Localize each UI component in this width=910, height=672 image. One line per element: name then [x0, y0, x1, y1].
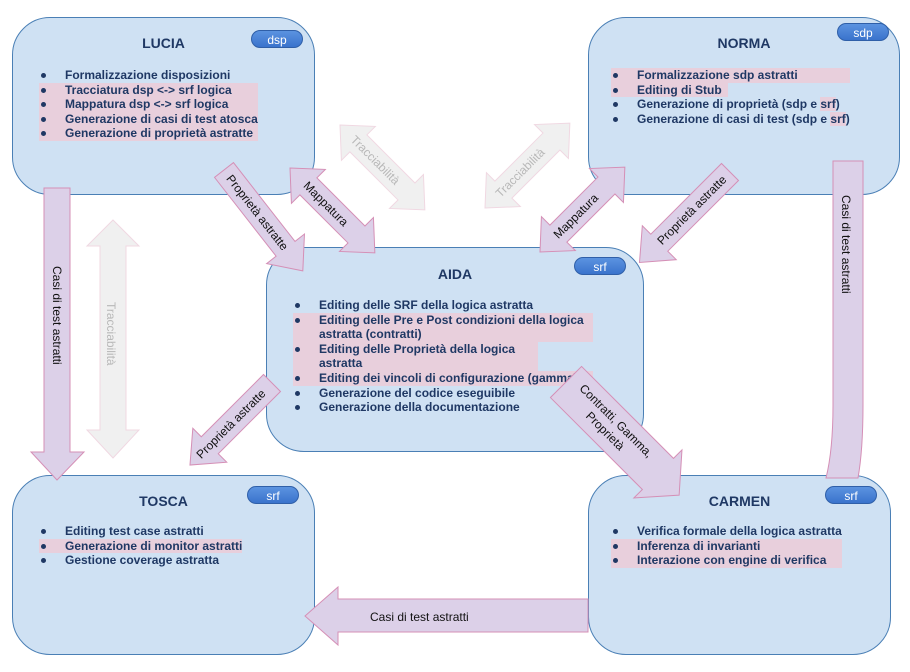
norma-title: NORMA [717, 35, 771, 51]
arrow-label: Proprietà astratte [223, 172, 291, 253]
arrow-shape [213, 161, 306, 272]
arrow-carmen-tosca-tests: Casi di test astratti [304, 585, 589, 647]
lucia-title: LUCIA [142, 35, 185, 51]
lucia-badge: dsp [251, 30, 303, 48]
arrow-shape [304, 585, 589, 647]
list-item: Inferenza di invarianti [611, 538, 842, 554]
arrow-lucia-tosca-tests: Casi di test astratti [29, 187, 86, 481]
list-item: Generazione della documentazione [293, 400, 593, 415]
lucia-box: LUCIA dsp Formalizzazione disposizioni T… [12, 17, 315, 195]
tosca-title: TOSCA [139, 493, 188, 509]
tosca-box: TOSCA srf Editing test case astratti Gen… [12, 475, 315, 655]
list-item: Gestione coverage astratta [39, 553, 242, 568]
arrow-lucia-tosca-trace: Tracciabilità [85, 219, 141, 459]
list-item: Formalizzazione sdp astratti [611, 68, 850, 83]
list-item: Generazione del codice eseguibile [293, 386, 593, 401]
list-item: Mappatura dsp <-> srf logica [39, 97, 258, 112]
item-close: ) [845, 111, 850, 126]
list-item: Generazione di proprietà astratte [39, 126, 258, 141]
arrow-aida-tosca-props: Proprietà astratte [189, 373, 282, 466]
arrow-shape [638, 162, 740, 264]
carmen-badge: srf [825, 486, 877, 504]
arrow-label: Mappatura [551, 191, 602, 242]
arrow-shape [825, 160, 864, 479]
arrow-label: Casi di test astratti [50, 266, 64, 365]
arrow-shape [29, 187, 86, 481]
list-item: Generazione di monitor astratti [39, 538, 243, 554]
list-item: Formalizzazione disposizioni [39, 68, 258, 83]
list-item: Editing di Stub [611, 82, 728, 98]
arrow-shape [539, 166, 626, 253]
item-text: Generazione di casi di test (sdp e [637, 111, 831, 126]
tosca-badge: srf [247, 486, 299, 504]
carmen-items: Verifica formale della logica astratta I… [611, 524, 842, 568]
arrow-label: Tracciabilità [493, 145, 548, 200]
list-item: Editing delle Proprietà della logica ast… [293, 341, 538, 371]
arrow-norma-carmen-tests: Casi di test astratti [825, 160, 864, 479]
list-item: Generazione di casi di test atosca [39, 111, 258, 127]
aida-badge: srf [574, 257, 626, 275]
arrow-label: Proprietà astratte [654, 172, 729, 247]
carmen-title: CARMEN [708, 493, 771, 509]
list-item: Editing dei vincoli di configurazione (g… [293, 370, 593, 386]
arrow-shape [289, 167, 376, 254]
list-item: Verifica formale della logica astratta [611, 524, 842, 539]
arrow-label: Tracciabilità [104, 302, 118, 366]
lucia-items: Formalizzazione disposizioni Tracciatura… [39, 68, 258, 141]
norma-items: Formalizzazione sdp astratti Editing di … [611, 68, 850, 126]
list-item: Generazione di casi di test (sdp e srf) [611, 111, 850, 127]
arrow-label: Mappatura [301, 179, 352, 230]
arrow-shape [189, 373, 282, 466]
tosca-items: Editing test case astratti Generazione d… [39, 524, 243, 568]
aida-items: Editing delle SRF della logica astratta … [293, 298, 593, 415]
list-item: Generazione di proprietà (sdp e srf) [611, 97, 850, 112]
arrow-label: Tracciabilità [348, 133, 403, 188]
arrow-shape [549, 365, 683, 499]
list-item: Tracciatura dsp <-> srf logica [39, 82, 258, 98]
arrow-shape [339, 124, 426, 211]
list-item: Editing delle Pre e Post condizioni dell… [293, 312, 593, 342]
item-highlight: srf [830, 111, 846, 126]
item-text: Generazione di proprietà (sdp e [637, 97, 821, 112]
list-item: Editing delle SRF della logica astratta [293, 298, 593, 313]
arrow-label: Proprietà astratte [194, 386, 269, 461]
arrow-norma-aida-props: Proprietà astratte [638, 162, 740, 264]
arrow-aida-carmen: Contratti, Gamma, Proprietà [549, 365, 683, 499]
arrow-label: Casi di test astratti [839, 195, 853, 294]
item-close: ) [835, 97, 840, 112]
arrow-shape [85, 219, 141, 459]
aida-title: AIDA [437, 266, 473, 282]
arrow-shape [484, 122, 571, 209]
carmen-box: CARMEN srf Verifica formale della logica… [588, 475, 891, 655]
norma-badge: sdp [837, 23, 889, 41]
arrow-label: Casi di test astratti [370, 610, 469, 624]
list-item: Interazione con engine di verifica [611, 553, 842, 568]
item-highlight: srf [820, 97, 836, 112]
list-item: Editing test case astratti [39, 524, 242, 539]
